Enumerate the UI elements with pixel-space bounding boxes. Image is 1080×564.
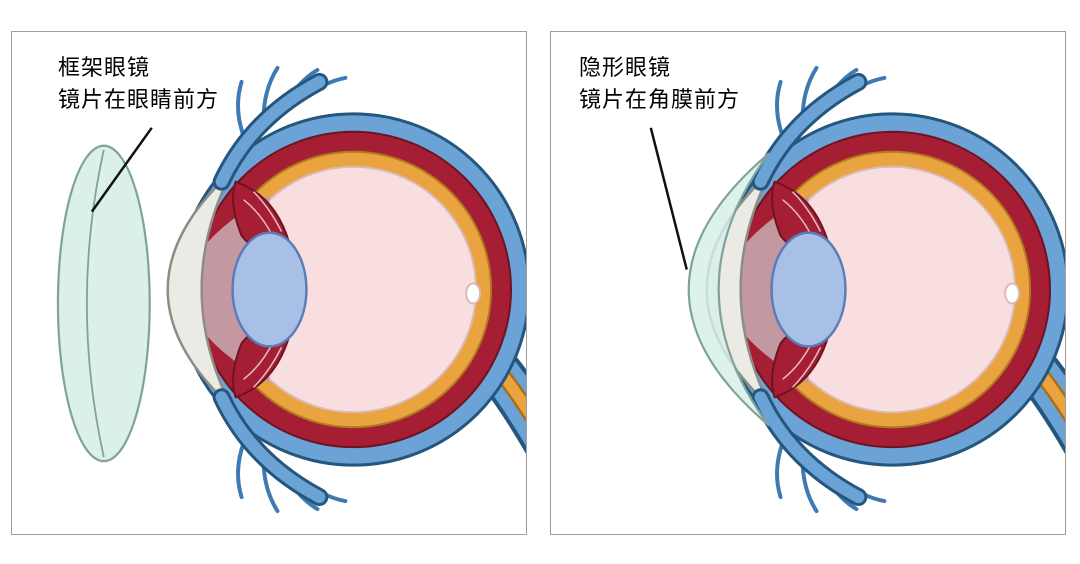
eye-anatomy-instance	[168, 68, 526, 511]
pointer-line	[649, 127, 688, 270]
eye-anatomy-instance	[707, 68, 1065, 511]
contact-lens	[687, 152, 770, 427]
spectacle-lens	[56, 144, 151, 463]
panel-label: 隐形眼镜 镜片在角膜前方	[579, 52, 740, 116]
spectacle-lens-rim	[85, 149, 105, 458]
panel-label: 框架眼镜 镜片在眼睛前方	[58, 52, 219, 116]
panel-frame-glasses: 框架眼镜 镜片在眼睛前方	[11, 31, 527, 535]
pointer-line	[90, 127, 153, 213]
panel-title-line: 隐形眼镜	[579, 55, 672, 80]
eye-diagram-contacts	[649, 32, 1065, 534]
panel-title-line: 框架眼镜	[58, 55, 151, 80]
panel-contact-lens: 隐形眼镜 镜片在角膜前方	[550, 31, 1066, 535]
eye-diagram-glasses	[56, 32, 526, 534]
panel-subtitle-line: 镜片在角膜前方	[579, 87, 741, 112]
panel-subtitle-line: 镜片在眼睛前方	[58, 87, 220, 112]
